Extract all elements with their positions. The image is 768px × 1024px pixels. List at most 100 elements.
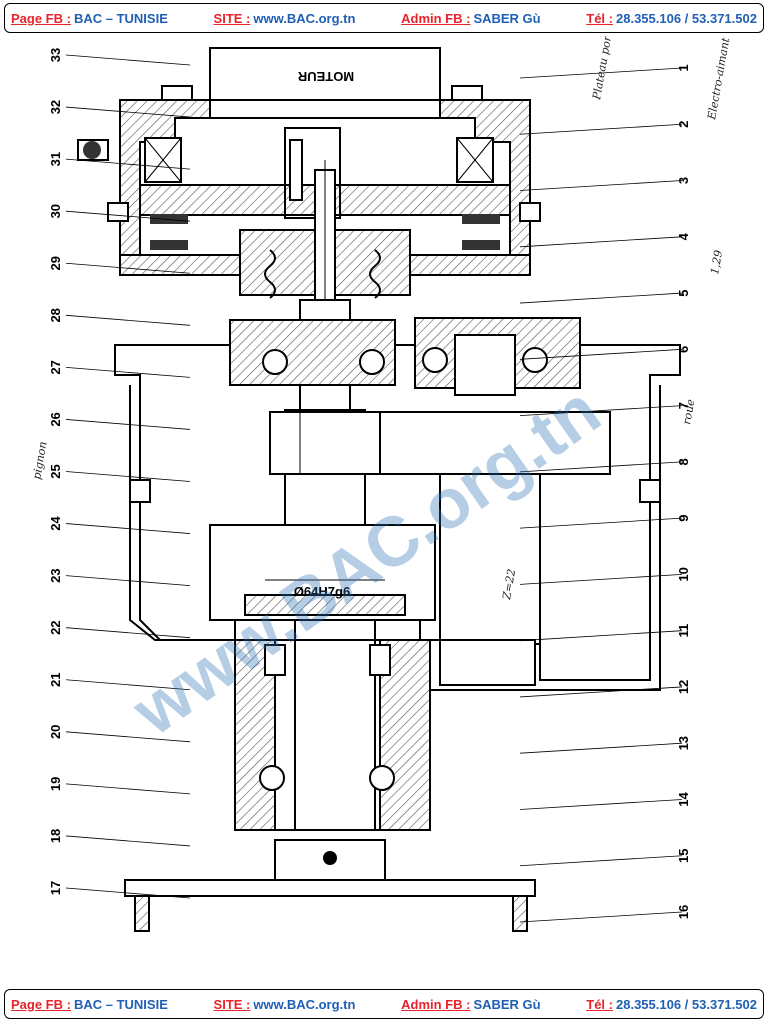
leader-line [519, 630, 683, 642]
part-number-21: 21 [48, 673, 63, 687]
leader-line [519, 123, 683, 135]
part-number-15: 15 [676, 848, 691, 862]
leader-line [519, 742, 683, 754]
leader-line [519, 292, 683, 304]
leader-line [519, 348, 683, 360]
part-number-23: 23 [48, 568, 63, 582]
page-fb-label: Page FB : [11, 10, 71, 26]
leader-line [519, 67, 683, 79]
tel-label: Tél : [586, 10, 613, 26]
note-f: Z=22 [500, 568, 518, 602]
admin-group-footer: Admin FB : SABER Gù [401, 997, 541, 1012]
site-value-footer[interactable]: www.BAC.org.tn [253, 996, 356, 1012]
leader-line [65, 575, 191, 587]
leader-line [65, 54, 191, 66]
leader-line [519, 405, 683, 416]
part-number-33: 33 [48, 48, 63, 62]
part-number-26: 26 [48, 412, 63, 426]
note-a: Plateau porte [590, 36, 616, 102]
technical-drawing: MOTEUR [30, 36, 732, 932]
leader-line [65, 731, 191, 743]
tel-value-footer: 28.355.106 / 53.371.502 [616, 996, 757, 1012]
part-number-19: 19 [48, 777, 63, 791]
gears: Ø64H7g6 [209, 411, 611, 686]
motor-label: MOTEUR [297, 69, 354, 84]
leader-line [519, 236, 683, 248]
part-number-1: 1 [676, 64, 691, 71]
knob-icon [83, 141, 101, 159]
part-number-30: 30 [48, 204, 63, 218]
part-number-22: 22 [48, 620, 63, 634]
site-label-footer: SITE : [213, 996, 251, 1012]
leader-line [65, 523, 191, 534]
admin-value: SABER Gù [473, 10, 541, 26]
leader-line [65, 210, 191, 222]
part-number-27: 27 [48, 360, 63, 374]
site-label: SITE : [213, 10, 251, 26]
site-value[interactable]: www.BAC.org.tn [253, 10, 356, 26]
admin-value-footer: SABER Gù [473, 996, 541, 1012]
admin-label-footer: Admin FB : [401, 996, 471, 1012]
site-group: SITE : www.BAC.org.tn [214, 11, 356, 26]
motor: MOTEUR [209, 47, 441, 119]
leader-line [519, 686, 683, 698]
part-number-32: 32 [48, 100, 63, 114]
page-fb-label-footer: Page FB : [11, 996, 71, 1012]
part-number-16: 16 [676, 905, 691, 919]
part-number-24: 24 [48, 516, 63, 531]
leader-line [519, 911, 683, 923]
part-number-3: 3 [676, 177, 691, 184]
part-number-12: 12 [676, 680, 691, 694]
gearbox-casing [114, 317, 681, 691]
leader-line [65, 783, 191, 795]
leader-line [519, 517, 683, 529]
note-e: pignon [30, 440, 49, 480]
leader-line [65, 471, 191, 482]
part-number-13: 13 [676, 736, 691, 750]
part-number-6: 6 [676, 346, 691, 353]
part-number-11: 11 [676, 624, 691, 638]
part-number-14: 14 [676, 791, 691, 806]
part-number-9: 9 [676, 515, 691, 522]
header-banner: Page FB : BAC – TUNISIE SITE : www.BAC.o… [4, 3, 764, 33]
tel-group: Tél : 28.355.106 / 53.371.502 [586, 11, 757, 26]
part-number-28: 28 [48, 308, 63, 322]
part-number-7: 7 [676, 402, 691, 409]
page-fb-group: Page FB : BAC – TUNISIE [11, 11, 168, 26]
leader-line [65, 366, 191, 378]
leader-line [65, 419, 191, 430]
brake-housing [77, 85, 541, 310]
site-group-footer: SITE : www.BAC.org.tn [214, 997, 356, 1012]
leader-line [65, 262, 191, 274]
part-number-25: 25 [48, 464, 63, 478]
part-number-2: 2 [676, 121, 691, 128]
page-fb-value: BAC – TUNISIE [73, 10, 168, 26]
part-number-20: 20 [48, 725, 63, 739]
footer-banner: Page FB : BAC – TUNISIE SITE : www.BAC.o… [4, 989, 764, 1019]
part-number-8: 8 [676, 458, 691, 465]
tel-group-footer: Tél : 28.355.106 / 53.371.502 [586, 997, 757, 1012]
leader-line [519, 461, 683, 473]
note-d: roue [680, 398, 697, 426]
leader-line [65, 106, 191, 118]
page-fb-value-footer: BAC – TUNISIE [73, 996, 168, 1012]
dimension-label: Ø64H7g6 [294, 584, 350, 599]
leader-line [65, 679, 191, 691]
admin-label: Admin FB : [401, 10, 471, 26]
tel-value: 28.355.106 / 53.371.502 [616, 10, 757, 26]
lower-housing [124, 639, 536, 932]
part-number-18: 18 [48, 829, 63, 843]
leader-line [65, 627, 191, 639]
part-number-4: 4 [676, 232, 691, 240]
part-number-31: 31 [48, 152, 63, 166]
leader-line [65, 158, 191, 170]
admin-group: Admin FB : SABER Gù [401, 11, 541, 26]
note-c: 1,29 [708, 249, 725, 275]
note-b: Electro-aimant [705, 36, 732, 121]
leader-line [65, 835, 191, 847]
leader-line [519, 180, 683, 191]
leader-line [65, 887, 191, 899]
page-fb-group-footer: Page FB : BAC – TUNISIE [11, 997, 168, 1012]
